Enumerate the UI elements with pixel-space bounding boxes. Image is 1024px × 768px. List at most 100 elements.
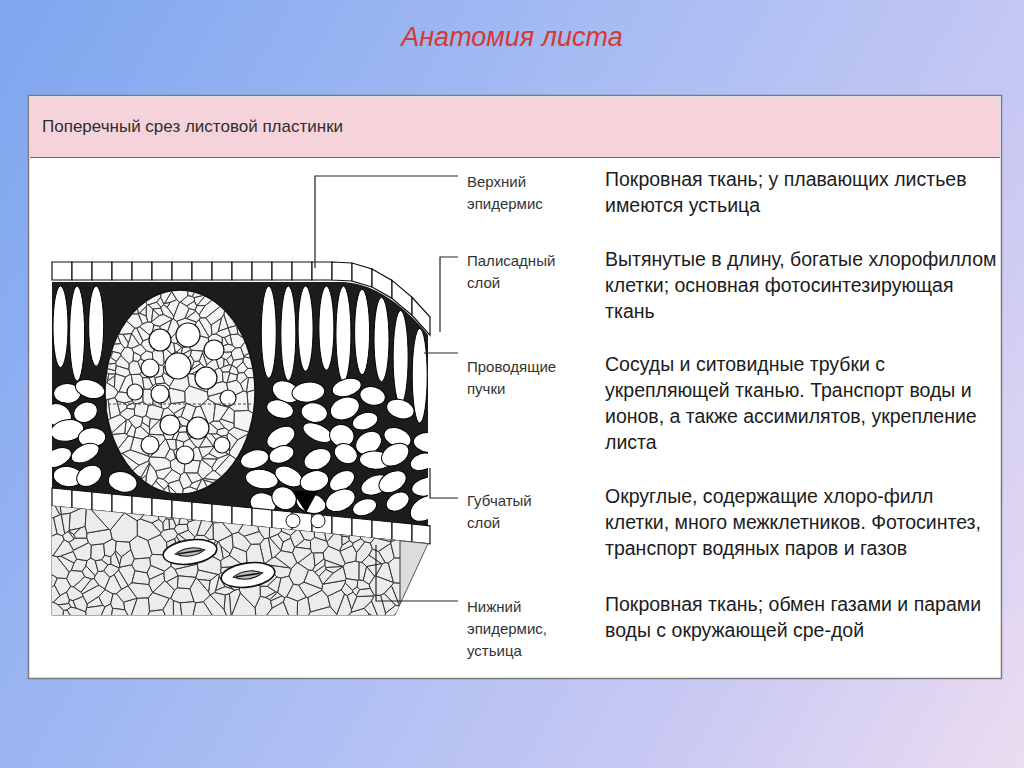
- surface-cell: [241, 498, 270, 518]
- part-description: Покровная ткань; обмен газами и парами в…: [605, 591, 1000, 643]
- bundle-cell: [157, 297, 164, 307]
- bundle-cell: [206, 301, 227, 325]
- spongy-cell: [264, 397, 295, 421]
- surface-cell: [281, 509, 297, 522]
- bundle-cell: [176, 432, 190, 442]
- xylem-vessel: [214, 437, 230, 453]
- bundle-cell: [182, 487, 199, 500]
- part-name: Верхний эпидермис: [467, 171, 563, 215]
- surface-cell: [130, 598, 149, 618]
- bundle-cell: [114, 374, 125, 392]
- surface-cell: [158, 508, 167, 522]
- surface-cells: [48, 498, 400, 618]
- surface-cell: [388, 558, 400, 583]
- bundle-cell: [229, 365, 238, 375]
- xylem-vessel: [141, 359, 159, 377]
- surface-cell: [180, 602, 196, 618]
- palisade-cell: [319, 286, 334, 370]
- guard-cells: [220, 559, 277, 590]
- bundle-cell: [121, 347, 134, 364]
- surface-cell: [391, 539, 400, 558]
- upper-epidermis-cell: [412, 297, 430, 335]
- upper-epidermis-cell: [132, 262, 152, 280]
- bundle-cell: [168, 285, 187, 302]
- surface-cell: [287, 498, 307, 517]
- bundle-cell: [247, 388, 260, 417]
- surface-cell: [389, 526, 400, 542]
- bundle-cell: [229, 433, 260, 476]
- spongy-cell: [408, 450, 437, 474]
- spongy-cell: [268, 482, 301, 514]
- surface-cell: [314, 553, 324, 566]
- surface-cell: [67, 586, 83, 600]
- surface-cell: [57, 556, 74, 572]
- surface-cell: [372, 595, 386, 618]
- upper-epidermis-cell: [212, 262, 232, 280]
- lower-epidermis-cell: [112, 494, 132, 514]
- guard-cell: [286, 514, 300, 528]
- bundle-cell: [166, 439, 176, 450]
- bundle-cell: [224, 285, 260, 328]
- leaf-section: [40, 262, 447, 618]
- bundle-cell: [163, 470, 180, 484]
- upper-epidermis-cell: [332, 262, 352, 281]
- spongy-cell: [350, 496, 379, 519]
- spongy-cell: [291, 381, 326, 404]
- lower-epidermis-cell: [192, 502, 212, 522]
- bundle-cell: [186, 311, 200, 322]
- surface-cell: [197, 520, 213, 535]
- bundle-cell: [124, 401, 133, 406]
- part-name: Нижний эпидермис, устьица: [467, 596, 563, 662]
- surface-cell: [67, 607, 87, 618]
- surface-cell: [337, 502, 355, 518]
- surface-cell: [161, 498, 180, 512]
- bundle-cell: [140, 422, 149, 434]
- bundle-cell: [164, 291, 176, 303]
- upper-epidermis-cell: [232, 262, 252, 280]
- surface-cell: [345, 579, 358, 591]
- palisade-cell: [281, 286, 296, 381]
- bundle-cell: [130, 461, 149, 477]
- surface-cell: [340, 541, 353, 551]
- surface-cell: [111, 552, 120, 568]
- surface-cell: [337, 594, 352, 618]
- bundle-cell: [100, 344, 125, 354]
- surface-cell: [268, 538, 280, 558]
- part-description: Покровная ткань; у плавающих листьев име…: [605, 166, 1000, 218]
- surface-cell: [174, 524, 188, 534]
- xylem-vessel: [176, 446, 194, 464]
- lower-epidermis-cell: [172, 500, 192, 520]
- stoma-surface: [162, 536, 219, 567]
- palisade-cell: [298, 286, 313, 371]
- surface-cell: [132, 558, 151, 573]
- surface-cell: [217, 505, 236, 520]
- surface-cell: [51, 498, 61, 515]
- leader-line: [315, 176, 458, 268]
- bundle-cell: [151, 314, 172, 326]
- bundle-cell: [138, 313, 147, 324]
- lower-epidermis-cell: [412, 524, 430, 544]
- spongy-cell: [73, 376, 107, 402]
- table-panel: [29, 96, 1002, 679]
- surface-cell: [270, 498, 289, 507]
- bundle-cell: [167, 300, 179, 317]
- bundle-cell: [187, 301, 197, 310]
- bundle-cell: [244, 348, 260, 361]
- guard-cell: [311, 514, 325, 528]
- surface-cell: [322, 516, 334, 541]
- upper-epidermis-cell: [92, 262, 112, 280]
- spongy-cell: [412, 431, 445, 454]
- xylem-vessel: [151, 385, 169, 403]
- surface-cell: [333, 516, 345, 535]
- stoma-slit: [236, 573, 260, 576]
- surface-cell: [48, 517, 57, 538]
- bundle-cell: [135, 285, 162, 305]
- bundle-cell: [125, 420, 132, 435]
- upper-epidermis-cell: [192, 262, 212, 280]
- bundle-cell: [100, 345, 113, 358]
- spongy-cell: [377, 439, 412, 471]
- palisade-cell: [355, 289, 370, 374]
- part-name: Палисадный слой: [467, 250, 563, 294]
- bundle-cell: [100, 363, 116, 370]
- surface-cell: [179, 511, 189, 525]
